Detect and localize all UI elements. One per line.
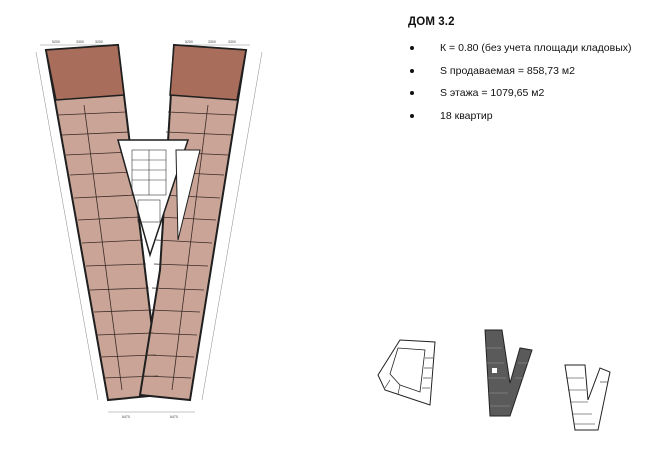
spec-list: К = 0.80 (без учета площади кладовых) S … [408,42,643,133]
spec-apartments: 18 квартир [408,110,643,133]
spec-text: К = 0.80 (без учета площади кладовых) [440,42,632,54]
bullet-icon [410,68,414,73]
stair-core [131,149,167,223]
dimension-label: 6470 [170,415,178,419]
dimension-label: 3300 [228,40,236,44]
key-plan-left [377,339,436,406]
bullet-icon [410,91,414,96]
building-info: ДОМ 3.2 К = 0.80 (без учета площади клад… [408,16,643,133]
key-plan-right [564,364,611,431]
dimension-label: 3300 [76,40,84,44]
bullet-icon [410,114,414,119]
spec-sellable-area: S продаваемая = 858,73 м2 [408,65,643,88]
spec-text: S этажа = 1079,65 м2 [440,87,545,100]
spec-floor-area: S этажа = 1079,65 м2 [408,87,643,110]
building-title: ДОМ 3.2 [408,16,455,28]
bullet-icon [410,46,414,50]
key-plan-highlighted [484,329,533,417]
spec-text: 18 квартир [440,110,493,123]
central-core [117,139,190,258]
inner-wedge [175,149,201,241]
top-left-apartments [45,44,125,101]
spec-coefficient: К = 0.80 (без учета площади кладовых) [408,42,643,65]
dimension-label: 5200 [52,40,60,44]
dimension-label: 5200 [185,40,193,44]
spec-text: S продаваемая = 858,73 м2 [440,64,575,77]
dimension-label: 6470 [122,415,130,419]
top-right-apartments [169,44,247,101]
dimension-label: 3300 [208,40,216,44]
dimension-label: 3200 [95,40,103,44]
